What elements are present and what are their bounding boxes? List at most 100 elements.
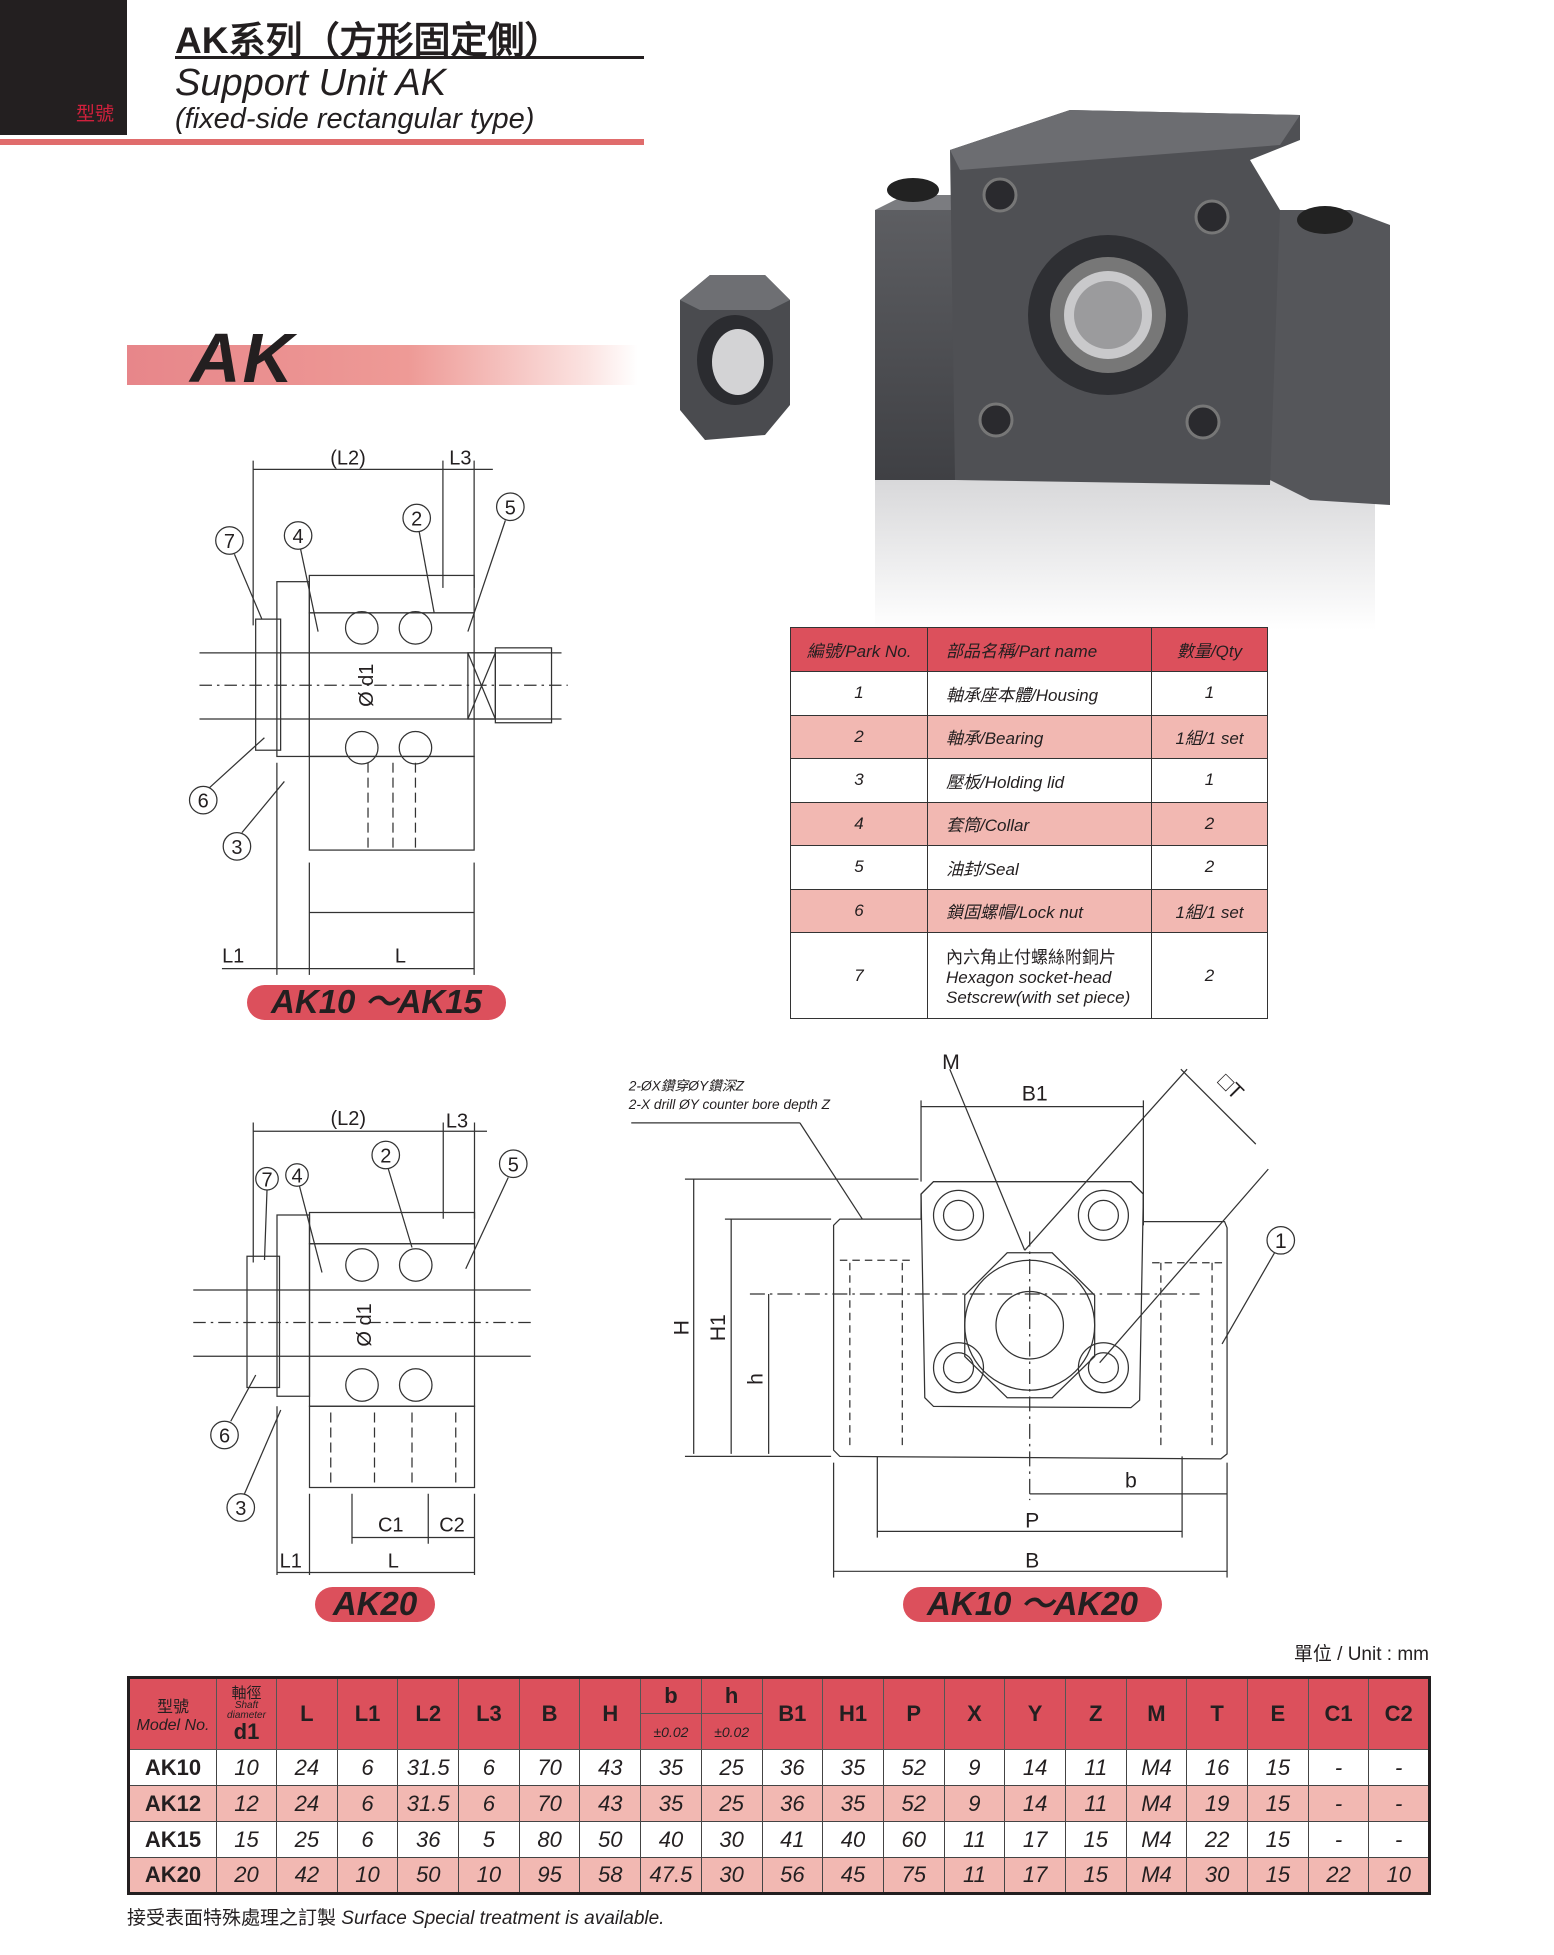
header-model-zh: 型號 [156,1699,189,1716]
part-name: 套筒/Collar [927,801,1152,846]
value-cell: 30 [700,1821,763,1858]
value-cell: 30 [700,1857,763,1894]
callout-5: 5 [508,1154,519,1176]
drawing-caption: AK20 [315,1587,435,1622]
series-banner [127,345,638,385]
value-cell: 12 [216,1785,277,1822]
value-cell: 20 [216,1857,277,1894]
dim-c1: C1 [378,1514,404,1536]
value-cell: 35 [640,1785,702,1822]
dim-p: P [1025,1510,1039,1533]
product-photo [680,110,1390,630]
value-cell: 15 [216,1821,277,1858]
dim-d1: Ø d1 [356,664,378,707]
value-cell: 22 [1307,1857,1370,1894]
callout-7: 7 [261,1169,272,1191]
value-cell: 6 [336,1785,399,1822]
value-cell: 10 [336,1857,399,1894]
value-cell: 6 [458,1785,520,1822]
value-cell: M4 [1125,1857,1188,1894]
header-d1-symbol: d1 [233,1718,260,1744]
header-e: E [1247,1677,1309,1750]
part-qty: 2 [1151,845,1268,890]
value-cell: 40 [640,1821,702,1858]
part-qty: 1 [1151,758,1268,803]
value-cell: 9 [943,1749,1006,1786]
value-cell: 15 [1247,1857,1309,1894]
value-cell: 25 [276,1821,338,1858]
header-h: H [579,1677,642,1750]
part-qty: 1 [1151,671,1268,716]
section-tab [0,0,127,135]
value-cell: 58 [579,1857,642,1894]
value-cell: 70 [518,1749,581,1786]
part-qty: 2 [1151,932,1268,1019]
callout-1: 1 [1275,1230,1287,1253]
footnote: 接受表面特殊處理之訂製 Surface Special treatment is… [127,1903,664,1930]
value-cell: 6 [458,1749,520,1786]
page-subtitle: (fixed-side rectangular type) [175,103,535,135]
part-no: 5 [790,845,928,890]
value-cell: 41 [761,1821,824,1858]
part-no: 7 [790,932,928,1019]
section-drawing-ak20: (L2) L3 C1 C2 L1 L Ø d1 7 4 2 5 6 3 [193,1108,535,1575]
value-cell: 22 [1186,1821,1248,1858]
value-cell: 11 [1064,1749,1127,1786]
part-qty: 2 [1151,801,1268,846]
value-cell: 52 [882,1785,945,1822]
dim-h-total: H [671,1320,694,1335]
value-cell: 70 [518,1785,581,1822]
callout-3: 3 [231,837,242,859]
part-qty: 1組/1 set [1151,888,1268,933]
header-d1-zh: 軸徑 [231,1684,262,1702]
dim-l1: L1 [280,1551,302,1573]
header-m: M [1125,1677,1188,1750]
value-cell: 16 [1186,1749,1248,1786]
callout-4: 4 [293,526,304,548]
page-title-en: Support Unit AK [175,62,447,104]
value-cell: 19 [1186,1785,1248,1822]
callout-3: 3 [235,1498,246,1520]
header-h1: H1 [822,1677,884,1750]
value-cell: 45 [822,1857,884,1894]
value-cell: 6 [336,1749,399,1786]
value-cell: 30 [1186,1857,1248,1894]
value-cell: 10 [216,1749,277,1786]
part-no: 2 [790,714,928,759]
model-cell: AK10 [128,1749,217,1786]
dim-c2: C2 [439,1514,465,1536]
dim-l3: L3 [449,447,471,469]
value-cell: 11 [943,1857,1006,1894]
part-name-en: Setscrew(with set piece) [946,988,1131,1007]
value-cell: 24 [276,1785,338,1822]
header-tolerance: ±0.02 [640,1713,702,1750]
value-cell: - [1368,1785,1431,1822]
dim-b-small: b [1125,1470,1137,1493]
value-cell: 50 [579,1821,642,1858]
value-cell: M4 [1125,1821,1188,1858]
value-cell: 35 [822,1785,884,1822]
drawing-caption: AK10 ～AK20 [903,1587,1162,1622]
value-cell: 17 [1004,1857,1066,1894]
value-cell: 24 [276,1749,338,1786]
part-name: 油封/Seal [927,845,1152,890]
drill-note-en: 2-X drill ØY counter bore depth Z [628,1097,831,1112]
header-t: T [1186,1677,1248,1750]
unit-label: 單位 / Unit : mm [1293,1644,1429,1665]
value-cell: 15 [1064,1821,1127,1858]
value-cell: 80 [518,1821,581,1858]
page-title-zh: AK系列（方形固定側） [175,20,562,61]
dim-l2: (L2) [330,1108,366,1130]
header-part-name: 部品名稱/Part name [927,627,1152,672]
value-cell: 50 [397,1857,460,1894]
value-cell: 60 [882,1821,945,1858]
value-cell: 52 [882,1749,945,1786]
dim-h1: H1 [707,1314,730,1341]
